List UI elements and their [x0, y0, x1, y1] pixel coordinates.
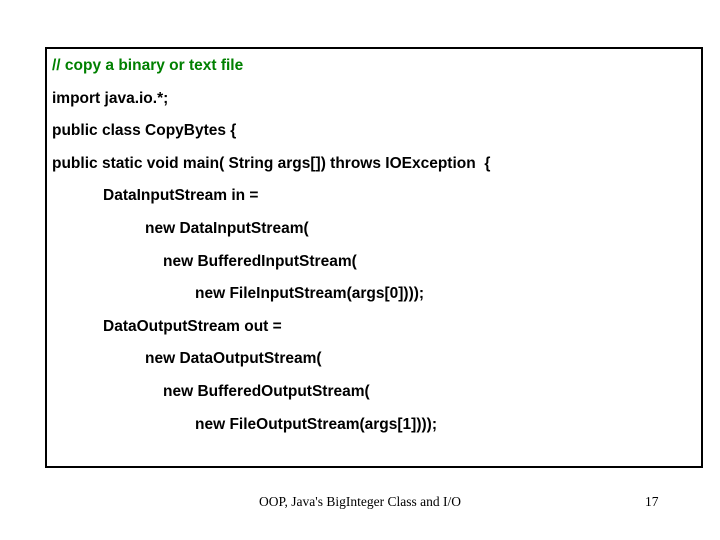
footer-title: OOP, Java's BigInteger Class and I/O	[259, 494, 461, 509]
code-line: new BufferedOutputStream(	[163, 382, 370, 400]
code-line: new FileOutputStream(args[1])));	[195, 415, 437, 433]
slide-footer: OOP, Java's BigInteger Class and I/O 17	[0, 494, 720, 510]
code-comment-line: // copy a binary or text file	[52, 57, 244, 74]
code-line-import: import java.io.*;	[52, 89, 169, 107]
code-line-main-decl: public static void main( String args[]) …	[52, 154, 491, 172]
code-box: // copy a binary or text file import jav…	[45, 47, 703, 468]
code-line: new BufferedInputStream(	[163, 252, 357, 270]
page-number: 17	[645, 494, 659, 509]
code-line: new FileInputStream(args[0])));	[195, 285, 425, 303]
code-line-class-decl: public class CopyBytes {	[52, 122, 237, 140]
code-line: DataOutputStream out =	[103, 317, 282, 335]
code-line: DataInputStream in =	[103, 187, 259, 205]
code-line: new DataOutputStream(	[145, 350, 322, 368]
code-line: new DataInputStream(	[145, 219, 309, 237]
